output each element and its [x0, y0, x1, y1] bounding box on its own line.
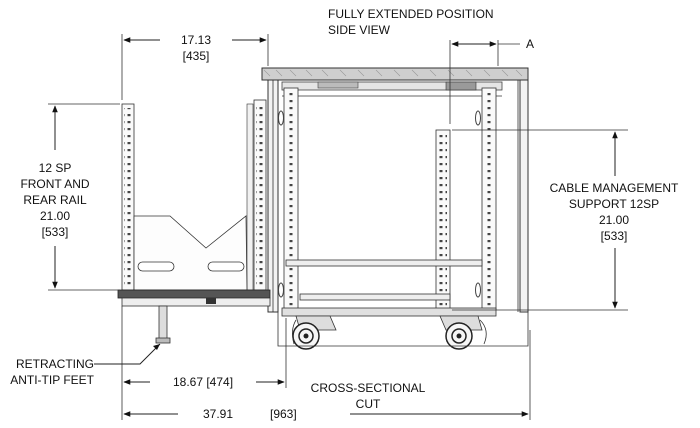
cable-management-rail	[435, 129, 451, 311]
rail-value: 21.00	[40, 209, 70, 223]
cable-support-metric: [533]	[601, 229, 628, 243]
cabinet-rear-rail	[475, 87, 497, 311]
drawer-rear-rail	[246, 99, 267, 291]
rail-label-line3: REAR RAIL	[23, 193, 87, 207]
rear-caster	[439, 315, 487, 350]
cabinet-cross-members	[281, 259, 497, 317]
feet-label-line1: RETRACTING	[16, 357, 94, 371]
section-cut-outline	[277, 312, 529, 347]
cable-support-line1: CABLE MANAGEMENT	[550, 181, 679, 195]
dimension-extension: 18.67 [474]	[121, 306, 287, 420]
anti-tip-foot	[155, 305, 171, 344]
cabinet-front-rail	[278, 87, 299, 311]
front-caster	[292, 315, 337, 350]
extension-value: 18.67 [474]	[173, 375, 233, 389]
section-label-line2: CUT	[356, 397, 381, 411]
overall-value: 37.91	[203, 407, 233, 421]
drawer-front-rail	[121, 103, 135, 291]
dimension-a: A	[449, 37, 534, 124]
drawer-width-metric: [435]	[183, 49, 210, 63]
dimension-cable-support: CABLE MANAGEMENT SUPPORT 12SP 21.00 [533…	[452, 129, 679, 311]
drawer-width-value: 17.13	[181, 33, 211, 47]
callout-anti-tip-feet: RETRACTING ANTI-TIP FEET	[10, 343, 161, 387]
view-title-line1: FULLY EXTENDED POSITION	[328, 7, 494, 21]
drawer-cradle-bracket	[133, 215, 248, 291]
marker-a-label: A	[526, 37, 534, 51]
drawer-slide-base	[117, 289, 271, 307]
rail-metric: [533]	[42, 225, 69, 239]
view-title-line2: SIDE VIEW	[328, 23, 391, 37]
overall-metric: [963]	[270, 407, 297, 421]
cable-support-line2: SUPPORT 12SP	[569, 197, 659, 211]
section-label-line1: CROSS-SECTIONAL	[311, 381, 426, 395]
cabinet-top-panel	[261, 67, 529, 81]
rail-label-line2: FRONT AND	[20, 177, 89, 191]
cable-support-value: 21.00	[599, 213, 629, 227]
dimension-drawer-width: 17.13 [435]	[121, 33, 269, 100]
feet-label-line2: ANTI-TIP FEET	[10, 373, 94, 387]
dimension-front-rear-rail: 12 SP FRONT AND REAR RAIL 21.00 [533]	[20, 103, 120, 291]
callout-cross-section: CROSS-SECTIONAL CUT	[311, 381, 426, 411]
dimension-overall: 37.91 [963]	[123, 330, 531, 421]
rail-label-line1: 12 SP	[39, 161, 72, 175]
cabinet-frame	[267, 79, 529, 313]
